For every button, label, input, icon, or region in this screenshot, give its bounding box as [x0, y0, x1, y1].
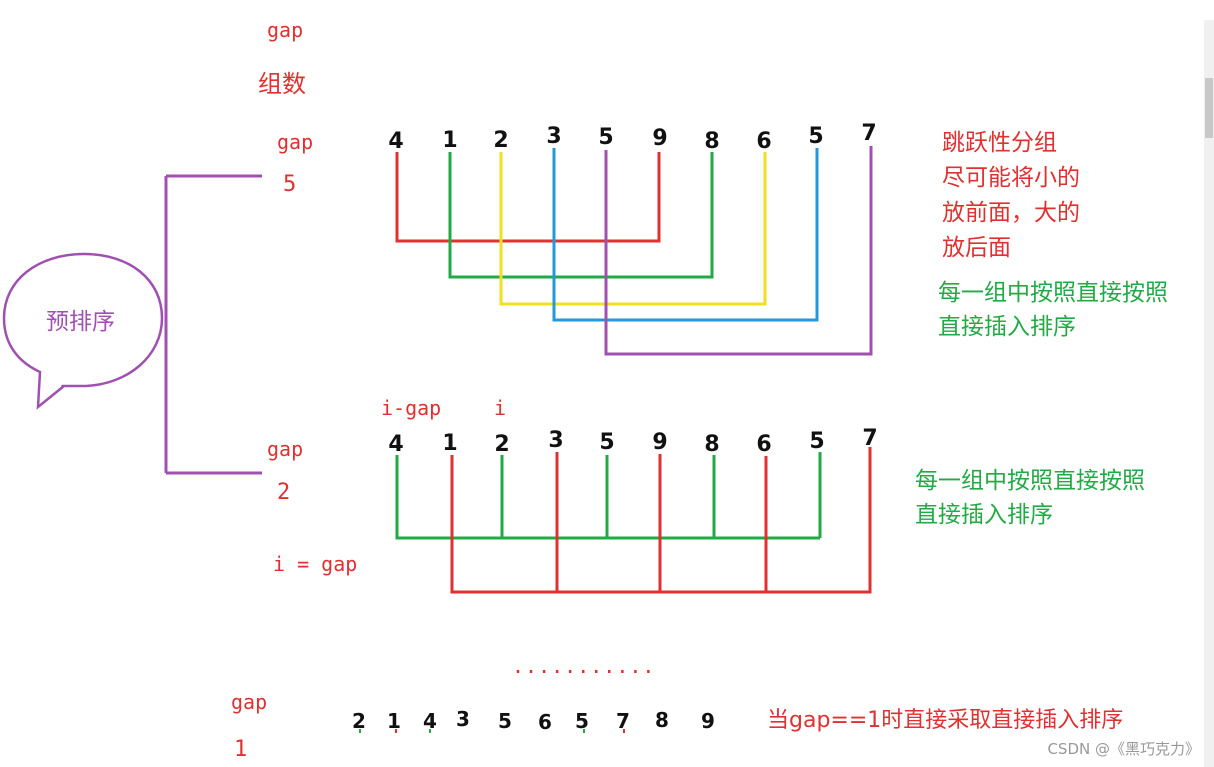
- gap-label-1: gap: [277, 130, 314, 154]
- note-line: 每一组中按照直接按照: [938, 280, 1168, 306]
- gap-label-top: gap: [267, 18, 304, 42]
- gap-value-5: 5: [283, 172, 297, 197]
- number-cell: 5: [498, 709, 512, 733]
- number-cell: 7: [861, 121, 877, 146]
- number-cell: 3: [546, 124, 562, 149]
- note-green-block-2: 每一组中按照直接按照 直接插入排序: [915, 464, 1145, 532]
- number-cell: 1: [387, 709, 401, 733]
- number-cell: 5: [575, 709, 589, 733]
- scrollbar-track[interactable]: [1204, 20, 1214, 767]
- row3-ticks: [359, 729, 625, 733]
- i-label: i: [494, 396, 507, 420]
- note-line: 直接插入排序: [938, 314, 1076, 340]
- group-purple-1: [604, 146, 873, 356]
- number-cell: 9: [652, 430, 668, 455]
- group-red-1: [395, 152, 661, 243]
- number-cell: 7: [862, 426, 878, 451]
- note-line: 尽可能将小的: [942, 165, 1080, 191]
- number-cell: 2: [494, 432, 510, 457]
- number-cell: 3: [548, 428, 564, 453]
- note-red-block: 跳跃性分组 尽可能将小的 放前面，大的 放后面: [942, 126, 1080, 266]
- gap1-note: 当gap==1时直接采取直接插入排序: [767, 708, 1124, 733]
- i-minus-gap-label: i-gap: [381, 396, 442, 420]
- group-yellow-1: [499, 152, 767, 306]
- group-green-2: [395, 452, 822, 540]
- speech-bubble: [2, 252, 164, 410]
- number-cell: 5: [808, 124, 824, 149]
- groups-label: 组数: [258, 70, 306, 98]
- scrollbar-thumb[interactable]: [1205, 78, 1213, 138]
- number-cell: 5: [809, 429, 825, 454]
- number-cell: 5: [598, 125, 614, 150]
- number-cell: 2: [493, 128, 509, 153]
- ellipsis-dots: ...........: [512, 654, 656, 678]
- i-eq-gap-label: i = gap: [273, 552, 358, 576]
- bracket: [164, 174, 262, 475]
- number-cell: 5: [599, 430, 615, 455]
- group-red-2: [450, 447, 872, 594]
- number-cell: 1: [442, 128, 458, 153]
- number-cell: 4: [388, 129, 404, 154]
- number-cell: 6: [756, 129, 772, 154]
- number-cell: 8: [704, 432, 720, 457]
- number-cell: 9: [701, 709, 715, 733]
- gap-label-2: gap: [267, 437, 304, 461]
- note-line: 直接插入排序: [915, 502, 1053, 528]
- note-line: 放后面: [942, 235, 1011, 261]
- group-green-1: [448, 152, 714, 279]
- note-line: 跳跃性分组: [942, 130, 1057, 156]
- number-cell: 8: [655, 708, 669, 732]
- note-green-block-1: 每一组中按照直接按照 直接插入排序: [938, 276, 1168, 344]
- number-cell: 6: [538, 710, 552, 734]
- number-cell: 3: [456, 707, 470, 731]
- number-cell: 8: [704, 129, 720, 154]
- gap-value-1: 1: [234, 737, 248, 762]
- number-cell: 1: [442, 431, 458, 456]
- number-cell: 2: [352, 709, 366, 733]
- number-cell: 6: [756, 432, 772, 457]
- number-cell: 9: [652, 126, 668, 151]
- bubble-label: 预排序: [46, 309, 115, 335]
- group-blue-1: [552, 148, 819, 322]
- gap-value-2: 2: [277, 480, 291, 505]
- number-cell: 4: [388, 432, 404, 457]
- note-line: 每一组中按照直接按照: [915, 468, 1145, 494]
- gap-label-3: gap: [231, 690, 268, 714]
- watermark: CSDN @《黑巧克力》: [1047, 740, 1200, 758]
- note-line: 放前面，大的: [942, 200, 1080, 226]
- number-cell: 7: [616, 709, 630, 733]
- number-cell: 4: [423, 709, 437, 733]
